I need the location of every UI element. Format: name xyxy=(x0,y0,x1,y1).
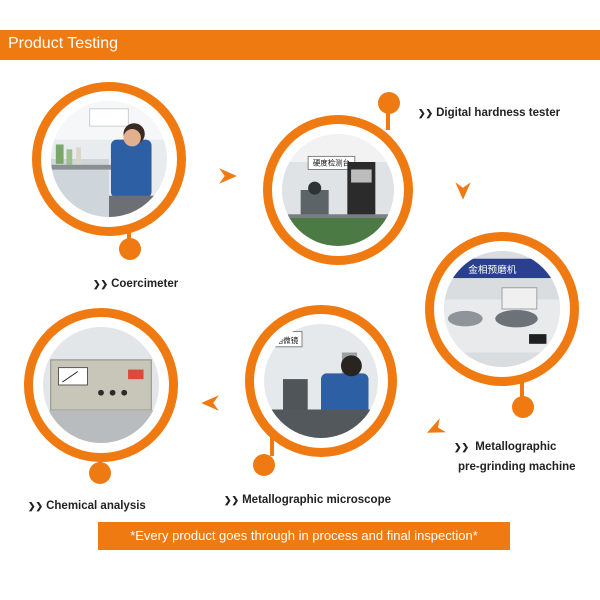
station-label-chemical-analysis: ❯❯Chemical analysis xyxy=(28,500,146,512)
connector-stem xyxy=(520,378,524,402)
connector-knob xyxy=(89,462,111,484)
microscope-photo: 金相微镜 xyxy=(264,324,378,438)
station-label-pre-grinding-line2: pre-grinding machine xyxy=(458,461,576,473)
flow-arrow-icon xyxy=(199,392,221,414)
flow-arrow-icon xyxy=(217,165,239,187)
connector-knob xyxy=(253,454,275,476)
page-title: Product Testing xyxy=(8,35,118,52)
coercimeter-photo xyxy=(51,101,167,217)
station-label-hardness-tester: ❯❯Digital hardness tester xyxy=(418,107,561,119)
double-chevron-right-icon: ❯❯ xyxy=(418,108,434,118)
footer-banner: *Every product goes through in process a… xyxy=(98,522,510,550)
double-chevron-right-icon: ❯❯ xyxy=(28,501,44,511)
connector-knob xyxy=(378,92,400,114)
connector-stem xyxy=(386,106,390,130)
station-pre-grinding-frame: 金相预磨机 xyxy=(425,232,579,386)
double-chevron-right-icon: ❯❯ xyxy=(454,442,470,452)
station-coercimeter-frame xyxy=(32,82,186,236)
header-bar: Product Testing xyxy=(0,30,600,60)
station-microscope-frame: 金相微镜 xyxy=(245,305,397,457)
connector-knob xyxy=(119,238,141,260)
footer-text: *Every product goes through in process a… xyxy=(130,528,478,543)
flow-arrow-icon xyxy=(452,180,474,202)
connector-knob xyxy=(512,396,534,418)
pre-grinding-sign: 金相预磨机 xyxy=(468,264,517,276)
station-label-microscope: ❯❯Metallographic microscope xyxy=(224,494,391,506)
station-label-pre-grinding: ❯❯ Metallographic xyxy=(454,441,557,453)
hardness-tester-sign: 硬度检测台 xyxy=(313,158,350,168)
pre-grinding-photo: 金相预磨机 xyxy=(444,251,560,367)
station-label-coercimeter: ❯❯Coercimeter xyxy=(93,278,179,290)
hardness-tester-photo: 硬度检测台 xyxy=(282,134,394,246)
station-chemical-analysis-frame xyxy=(24,308,178,462)
station-hardness-tester-frame: 硬度检测台 xyxy=(263,115,413,265)
double-chevron-right-icon: ❯❯ xyxy=(224,495,240,505)
microscope-sign: 金相微镜 xyxy=(268,335,299,345)
double-chevron-right-icon: ❯❯ xyxy=(93,279,109,289)
chemical-analysis-photo xyxy=(43,327,159,443)
connector-stem xyxy=(270,430,274,456)
flow-arrow-icon xyxy=(424,418,446,440)
